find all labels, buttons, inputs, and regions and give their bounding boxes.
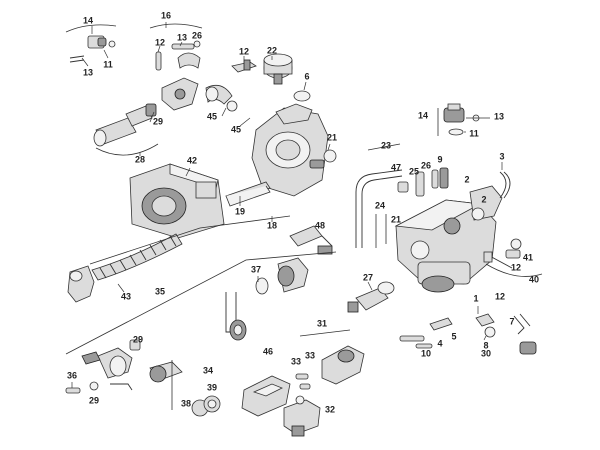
- callout-48: 48: [315, 220, 325, 230]
- callout-21-lower: 21: [391, 214, 401, 224]
- part-1-8: [475, 313, 496, 338]
- part-valve-12-top: [231, 59, 257, 73]
- callout-18: 18: [267, 220, 277, 230]
- part-connector-29-left: [93, 103, 157, 147]
- part-clip-7-plug: [513, 313, 537, 355]
- callout-36: 36: [67, 370, 77, 380]
- part-elbow-45: [205, 84, 238, 112]
- callout-14-top: 14: [83, 15, 93, 25]
- callout-11-right: 11: [469, 128, 479, 138]
- callout-27: 27: [363, 272, 373, 282]
- part-rings-38-39: [191, 395, 221, 417]
- callout-25: 25: [409, 166, 419, 176]
- callout-24: 24: [375, 200, 385, 210]
- callout-10: 10: [421, 348, 431, 358]
- callout-13-right: 13: [494, 111, 504, 121]
- callout-42: 42: [187, 155, 197, 165]
- part-31-33: [295, 345, 365, 390]
- part-6-ring: [293, 90, 311, 102]
- callout-31: 31: [317, 318, 327, 328]
- part-pins-top: [155, 40, 201, 71]
- part-bracket-35: [225, 292, 247, 341]
- callout-1: 1: [473, 293, 478, 303]
- part-bracket-19: [225, 181, 271, 207]
- part-46: [241, 375, 291, 417]
- callout-26-right: 26: [421, 160, 431, 170]
- callout-2-upper: 2: [464, 174, 469, 184]
- callout-46: 46: [263, 346, 273, 356]
- part-right-41-40: [483, 238, 522, 269]
- callout-41: 41: [523, 252, 533, 262]
- callout-45-left: 45: [207, 111, 217, 121]
- callout-40: 40: [529, 274, 539, 284]
- callout-26-top: 26: [192, 30, 202, 40]
- callout-5: 5: [451, 331, 456, 341]
- callout-33-left: 33: [291, 356, 301, 366]
- callout-45-right: 45: [231, 124, 241, 134]
- callout-30: 30: [481, 348, 491, 358]
- part-37-fitting: [255, 257, 309, 295]
- callout-11-top: 11: [103, 59, 113, 69]
- callout-33-right: 33: [305, 350, 315, 360]
- callout-9: 9: [437, 154, 442, 164]
- part-bypass-pipe-23: [355, 169, 403, 248]
- callout-29-bottom: 29: [89, 395, 99, 405]
- callout-4: 4: [437, 338, 442, 348]
- part-32: [283, 395, 321, 437]
- callout-35: 35: [155, 286, 165, 296]
- callout-29-mid: 29: [153, 116, 163, 126]
- part-48: [289, 225, 333, 255]
- callout-43: 43: [121, 291, 131, 301]
- callout-13-top: 13: [177, 32, 187, 42]
- callout-29-lower: 29: [133, 334, 143, 344]
- callout-3: 3: [499, 151, 504, 161]
- callout-14-right: 14: [418, 110, 428, 120]
- callout-32: 32: [325, 404, 335, 414]
- callout-12-top: 12: [155, 37, 165, 47]
- callout-labels: 14 16 11 13 12 13 26 12 22 6 29 45 45 28…: [67, 10, 539, 414]
- callout-13-top-left: 13: [83, 67, 93, 77]
- parts-layer: [65, 35, 537, 437]
- part-fittings-47-9: [397, 167, 449, 197]
- callout-34: 34: [203, 365, 213, 375]
- part-clip-3: [499, 171, 511, 199]
- callout-21-right: 21: [327, 132, 337, 142]
- part-flexible-pipe-43: [67, 233, 183, 303]
- callout-47: 47: [391, 162, 401, 172]
- leader-lines: [65, 22, 543, 410]
- callout-7: 7: [509, 316, 514, 326]
- part-valve-right-14: [443, 103, 480, 136]
- part-22-cylinder: [263, 53, 293, 85]
- callout-8: 8: [483, 340, 488, 350]
- part-hydraulic-block: [394, 185, 503, 293]
- callout-39: 39: [207, 382, 217, 392]
- callout-12-right: 12: [511, 262, 521, 272]
- callout-23: 23: [381, 140, 391, 150]
- part-tee-upper-left: [161, 77, 199, 111]
- callout-12-top-right: 12: [239, 46, 249, 56]
- callout-28: 28: [135, 154, 145, 164]
- callout-16: 16: [161, 10, 171, 20]
- part-fitting-top-left: [69, 35, 116, 63]
- callout-22: 22: [267, 45, 277, 55]
- part-screws-4-5-10: [399, 317, 453, 349]
- callout-38: 38: [181, 398, 191, 408]
- callout-19: 19: [235, 206, 245, 216]
- part-34: [149, 361, 183, 383]
- callout-37: 37: [251, 264, 261, 274]
- part-pump-motor-42: [129, 163, 225, 239]
- part-pump-housing: [251, 103, 337, 197]
- part-lower-left-group: [65, 339, 141, 394]
- callout-2-lower: 2: [481, 194, 486, 204]
- callout-12-mid-right: 12: [495, 291, 505, 301]
- callout-6: 6: [304, 71, 309, 81]
- part-27-device: [347, 281, 395, 313]
